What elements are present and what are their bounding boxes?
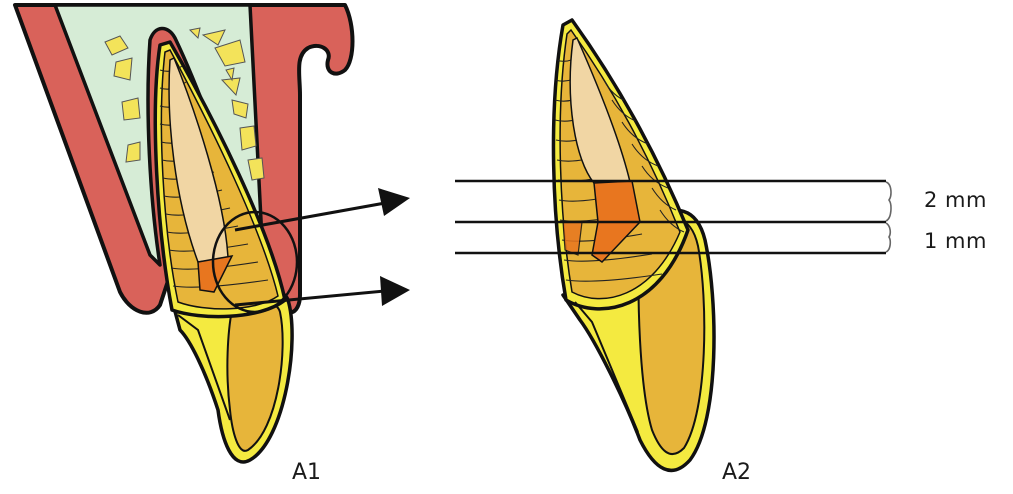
measurement-label-2mm: 2 mm (924, 190, 987, 211)
panel-label-a1: A1 (292, 462, 321, 484)
bracket-2mm (886, 182, 891, 221)
tooth-section-a2 (553, 20, 714, 470)
bracket-1mm (886, 223, 890, 252)
tooth-in-socket-a1 (15, 5, 353, 462)
cut-section-upper-a2 (594, 181, 640, 222)
cut-section-side-a2 (563, 222, 582, 255)
measurement-label-1mm: 1 mm (924, 231, 987, 252)
panel-label-a2: A2 (722, 462, 751, 484)
measure-brackets (886, 182, 891, 252)
